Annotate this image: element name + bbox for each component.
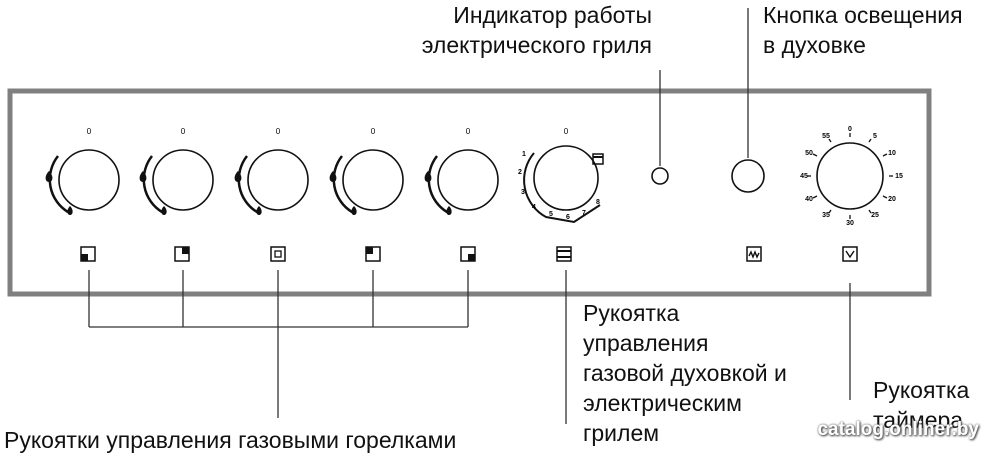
grill-indicator-label: Индикатор работы электрического гриля: [421, 2, 652, 58]
burner-knob-5: 0: [424, 127, 499, 262]
large-flame-icon: [424, 171, 432, 182]
knob-zero-mark: 0: [181, 127, 186, 136]
timer-mark-35: 35: [822, 212, 830, 219]
timer-knob: 0 5 10 15 20 25 30 35 40 45 50 55: [800, 126, 903, 262]
control-panel-frame: [7, 88, 932, 297]
small-flame-icon: [351, 206, 357, 215]
timer-mark-15: 15: [895, 173, 903, 180]
oven-mark-7: 7: [582, 210, 586, 217]
timer-mark-0: 0: [848, 126, 852, 133]
oven-mark-8: 8: [596, 199, 600, 206]
timer-symbol: [842, 246, 858, 262]
oven-grill-knob: 0 1 2 3 4 5 6 7 8: [518, 127, 604, 262]
timer-mark-25: 25: [871, 212, 879, 219]
timer-mark-20: 20: [888, 196, 896, 203]
timer-ticks: [807, 133, 893, 219]
timer-mark-40: 40: [805, 196, 813, 203]
oven-mark-3: 3: [521, 189, 525, 196]
oven-light-button-label: Кнопка освещения в духовке: [763, 2, 963, 58]
knob-zero-mark: 0: [276, 127, 281, 136]
burner-knob-4: 0: [329, 127, 404, 262]
grill-icon: [592, 153, 604, 165]
oven-mark-2: 2: [518, 169, 522, 176]
timer-mark-50: 50: [805, 150, 813, 157]
large-flame-icon: [329, 171, 337, 182]
burner-front-right-symbol: [460, 246, 476, 262]
knob-zero-mark: 0: [564, 127, 569, 136]
small-flame-icon: [67, 206, 73, 215]
timer-mark-55: 55: [822, 133, 830, 140]
burner-front-left-symbol: [174, 246, 190, 262]
timer-knob-label: Рукоятка таймера: [873, 377, 970, 433]
small-flame-icon: [161, 206, 167, 215]
large-flame-icon: [234, 171, 242, 182]
oven-scale: 1 2 3 4 5 6 7 8: [518, 151, 600, 221]
small-flame-icon: [256, 206, 262, 215]
burner-rear-right-symbol: [365, 246, 381, 262]
oven-light-symbol: [746, 246, 762, 262]
grill-indicator-lamp: [651, 167, 669, 185]
small-flame-icon: [446, 206, 452, 215]
knob-zero-mark: 0: [371, 127, 376, 136]
oven-mark-5: 5: [549, 211, 553, 218]
timer-scale: 0 5 10 15 20 25 30 35 40 45 50 55: [800, 126, 903, 227]
burner-rear-left-symbol: [80, 246, 96, 262]
watermark: catalog.onliner.by: [817, 419, 979, 440]
oven-light-button-group: [731, 159, 765, 262]
leader-lines: [88, 8, 851, 424]
oven-mark-1: 1: [522, 151, 526, 158]
timer-mark-5: 5: [873, 133, 877, 140]
timer-mark-45: 45: [800, 173, 808, 180]
burner-knob-1: 0: [45, 127, 120, 262]
timer-mark-10: 10: [888, 150, 896, 157]
burner-center-symbol: [270, 246, 286, 262]
oven-light-button: [731, 159, 765, 193]
large-flame-icon: [139, 171, 147, 182]
oven-mark-4: 4: [532, 204, 536, 211]
knob-zero-mark: 0: [87, 127, 92, 136]
burner-knob-2: 0: [139, 127, 214, 262]
oven-function-symbol: [556, 246, 572, 262]
large-flame-icon: [45, 171, 53, 182]
oven-knob-label: Рукоятка управления газовой духовкой и э…: [583, 300, 787, 446]
burner-knob-3: 0: [234, 127, 309, 262]
burner-knobs-label: Рукоятки управления газовыми горелками: [4, 427, 457, 453]
knob-zero-mark: 0: [466, 127, 471, 136]
oven-mark-6: 6: [566, 214, 570, 221]
timer-mark-30: 30: [846, 220, 854, 227]
